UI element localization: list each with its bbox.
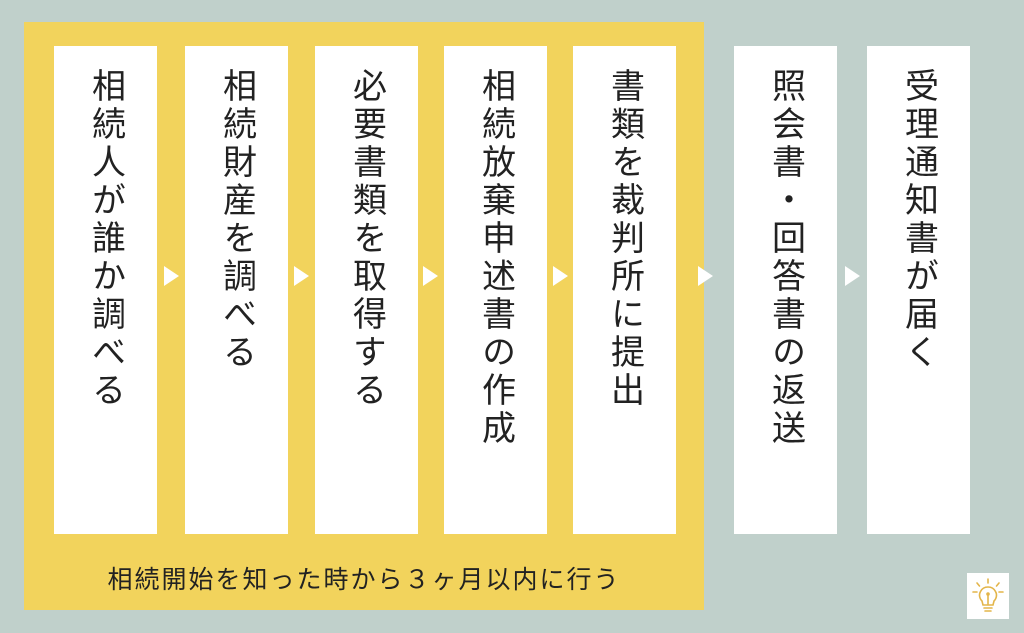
step-6-box: 照会書・回答書の返送	[734, 46, 837, 534]
step-5-label: 書類を裁判所に提出	[604, 68, 645, 410]
lightbulb-icon	[972, 578, 1004, 612]
arrow-right-icon	[294, 266, 309, 286]
step-7-box: 受理通知書が届く	[867, 46, 970, 534]
step-3-label: 必要書類を取得する	[346, 68, 387, 410]
step-1-label: 相続人が誰か調べる	[85, 68, 126, 410]
step-5-box: 書類を裁判所に提出	[573, 46, 676, 534]
logo-badge	[967, 573, 1009, 619]
deadline-note: 相続開始を知った時から３ヶ月以内に行う	[107, 565, 621, 594]
step-2-label: 相続財産を調べる	[216, 68, 257, 372]
arrow-right-icon	[423, 266, 438, 286]
step-3-box: 必要書類を取得する	[315, 46, 418, 534]
step-1-box: 相続人が誰か調べる	[54, 46, 157, 534]
step-4-label: 相続放棄申述書の作成	[475, 68, 516, 448]
step-7-label: 受理通知書が届く	[898, 68, 939, 372]
arrow-right-icon	[845, 266, 860, 286]
arrow-right-icon	[553, 266, 568, 286]
arrow-right-icon	[698, 266, 713, 286]
step-4-box: 相続放棄申述書の作成	[444, 46, 547, 534]
step-6-label: 照会書・回答書の返送	[765, 68, 806, 448]
step-2-box: 相続財産を調べる	[185, 46, 288, 534]
arrow-right-icon	[164, 266, 179, 286]
